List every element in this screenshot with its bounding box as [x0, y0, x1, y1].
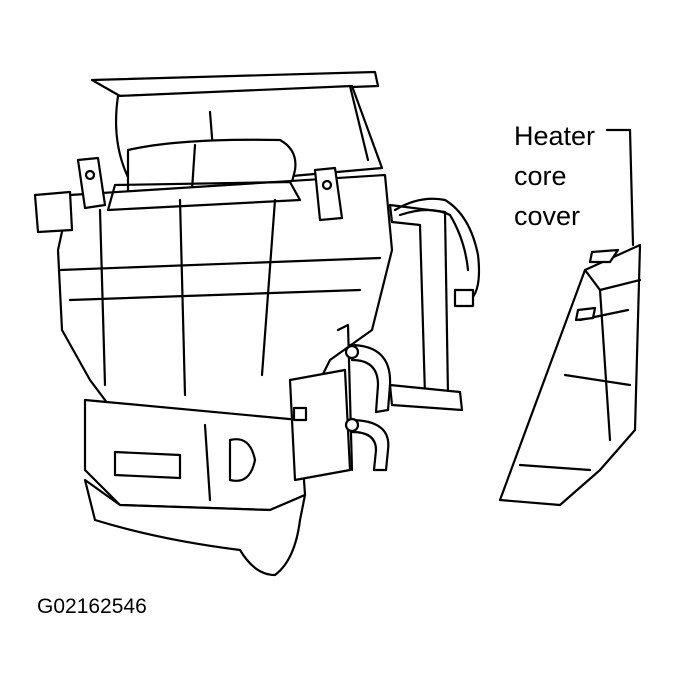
pipe-upper [348, 343, 392, 414]
vent-grille [113, 450, 182, 480]
label-line-3: cover [514, 201, 581, 231]
heater-core-cover-label: Heater core cover [514, 116, 595, 236]
heater-core-cover [498, 243, 642, 507]
wiring-harness [393, 197, 481, 302]
label-line-2: core [514, 161, 567, 191]
right-mount-bracket [313, 166, 344, 222]
figure-id: G02162546 [37, 595, 147, 618]
callout-leader-line [605, 128, 635, 247]
base-foot [83, 478, 307, 577]
heater-core [288, 368, 352, 482]
left-mount-bracket [76, 156, 107, 210]
connector [453, 288, 475, 308]
pipe-lower [348, 418, 390, 472]
label-line-1: Heater [514, 121, 596, 151]
heater-unit-assembly [33, 70, 481, 577]
blower-cylinder [126, 138, 297, 197]
top-duct [90, 70, 380, 98]
side-frame [388, 203, 450, 397]
